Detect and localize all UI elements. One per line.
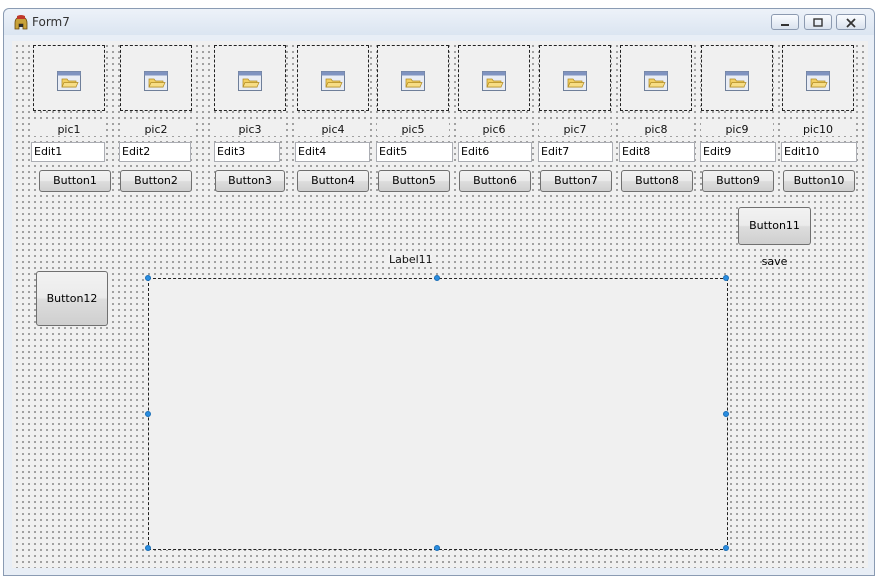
button9[interactable]: Button9: [702, 170, 774, 192]
pic6-image[interactable]: [458, 45, 530, 111]
minimize-button[interactable]: [771, 14, 799, 30]
pic9-image[interactable]: [701, 45, 773, 111]
resize-handle-top-left[interactable]: [145, 275, 151, 281]
pic1-image[interactable]: [33, 45, 105, 111]
maximize-icon: [813, 18, 823, 27]
pic6-label: pic6: [458, 123, 530, 136]
pic3-image[interactable]: [214, 45, 286, 111]
spartan-helmet-icon: [14, 15, 28, 30]
pic8-image[interactable]: [620, 45, 692, 111]
resize-handle-top-right[interactable]: [723, 275, 729, 281]
edit7-field[interactable]: Edit7: [538, 142, 613, 162]
edit9-field[interactable]: Edit9: [700, 142, 776, 162]
edit1-field[interactable]: Edit1: [31, 142, 105, 162]
folder-picture-icon: [725, 71, 749, 91]
folder-picture-icon: [321, 71, 345, 91]
label11: Label11: [388, 253, 434, 266]
resize-handle-bottom[interactable]: [434, 545, 440, 551]
close-button[interactable]: [836, 14, 866, 30]
button2[interactable]: Button2: [120, 170, 192, 192]
resize-handle-left[interactable]: [145, 411, 151, 417]
pic10-label: pic10: [782, 123, 854, 136]
maximize-button[interactable]: [804, 14, 832, 30]
folder-picture-icon: [644, 71, 668, 91]
folder-picture-icon: [401, 71, 425, 91]
pic4-label: pic4: [297, 123, 369, 136]
button4[interactable]: Button4: [297, 170, 369, 192]
pic9-label: pic9: [701, 123, 773, 136]
edit4-field[interactable]: Edit4: [295, 142, 370, 162]
resize-handle-bottom-left[interactable]: [145, 545, 151, 551]
folder-picture-icon: [57, 71, 81, 91]
button11-save[interactable]: Button11 save: [738, 207, 811, 268]
pic7-label: pic7: [539, 123, 611, 136]
resize-handle-top[interactable]: [434, 275, 440, 281]
pic1-label: pic1: [33, 123, 105, 136]
pic3-label: pic3: [214, 123, 286, 136]
image-panel-selected[interactable]: [145, 275, 729, 551]
edit2-field[interactable]: Edit2: [119, 142, 191, 162]
edit8-field[interactable]: Edit8: [619, 142, 695, 162]
button1[interactable]: Button1: [39, 170, 111, 192]
edit6-field[interactable]: Edit6: [458, 142, 532, 162]
close-icon: [846, 18, 856, 28]
title-bar[interactable]: Form7: [4, 9, 874, 35]
pic8-label: pic8: [620, 123, 692, 136]
edit3-field[interactable]: Edit3: [214, 142, 280, 162]
pic5-label: pic5: [377, 123, 449, 136]
button8[interactable]: Button8: [621, 170, 693, 192]
folder-picture-icon: [563, 71, 587, 91]
button5[interactable]: Button5: [378, 170, 450, 192]
minimize-icon: [781, 24, 789, 26]
pic2-image[interactable]: [120, 45, 192, 111]
window-title: Form7: [32, 15, 70, 29]
button6[interactable]: Button6: [459, 170, 531, 192]
button12[interactable]: Button12: [36, 271, 108, 326]
button3[interactable]: Button3: [215, 170, 285, 192]
pic7-image[interactable]: [539, 45, 611, 111]
resize-handle-right[interactable]: [723, 411, 729, 417]
pic4-image[interactable]: [297, 45, 369, 111]
edit5-field[interactable]: Edit5: [376, 142, 453, 162]
button10[interactable]: Button10: [783, 170, 855, 192]
resize-handle-bottom-right[interactable]: [723, 545, 729, 551]
button7[interactable]: Button7: [540, 170, 612, 192]
folder-picture-icon: [482, 71, 506, 91]
edit10-field[interactable]: Edit10: [781, 142, 857, 162]
folder-picture-icon: [238, 71, 262, 91]
folder-picture-icon: [806, 71, 830, 91]
pic2-label: pic2: [120, 123, 192, 136]
pic5-image[interactable]: [377, 45, 449, 111]
pic10-image[interactable]: [782, 45, 854, 111]
folder-picture-icon: [144, 71, 168, 91]
